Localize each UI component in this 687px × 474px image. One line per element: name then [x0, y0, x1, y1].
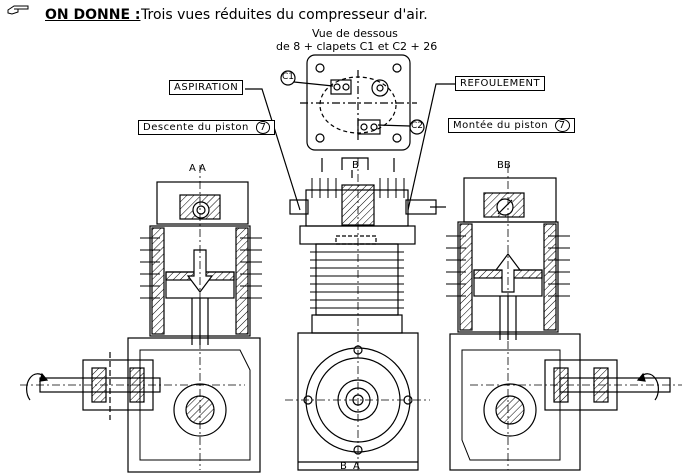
- descent-label: Descente du piston 7: [138, 120, 276, 135]
- cut-b-top: B: [352, 160, 359, 171]
- left-section-view: [20, 165, 262, 473]
- rise-label: Montée du piston 7: [448, 118, 575, 133]
- flow-down-arrow-icon: [186, 249, 214, 293]
- header-lead: ON DONNE :: [45, 7, 141, 23]
- cut-b-bottom: B: [340, 461, 347, 472]
- section-bb-label: BB: [497, 160, 511, 171]
- piston-number: 7: [255, 121, 271, 134]
- c2-label: C2: [411, 121, 424, 131]
- refoulement-label: REFOULEMENT: [455, 76, 546, 91]
- bottom-view-subtitle: de 8 + clapets C1 et C2 + 26: [276, 40, 438, 53]
- piston-number: 7: [554, 119, 570, 132]
- pointing-hand-icon: [6, 2, 32, 18]
- middle-front-view: [285, 157, 446, 472]
- header-text: Trois vues réduites du compresseur d'air…: [141, 7, 428, 23]
- right-section-view: [446, 165, 682, 471]
- aspiration-label: ASPIRATION: [169, 80, 244, 95]
- c1-label: C1: [282, 72, 295, 82]
- pointing-hand-icon: [7, 5, 29, 15]
- rise-text: Montée du piston: [453, 120, 549, 131]
- bottom-view-drawing: [280, 54, 425, 151]
- section-aa-label: A A: [189, 163, 206, 174]
- cut-a-bottom: A: [353, 461, 360, 472]
- descent-text: Descente du piston: [143, 122, 249, 133]
- bottom-view-title: Vue de dessous: [312, 27, 398, 40]
